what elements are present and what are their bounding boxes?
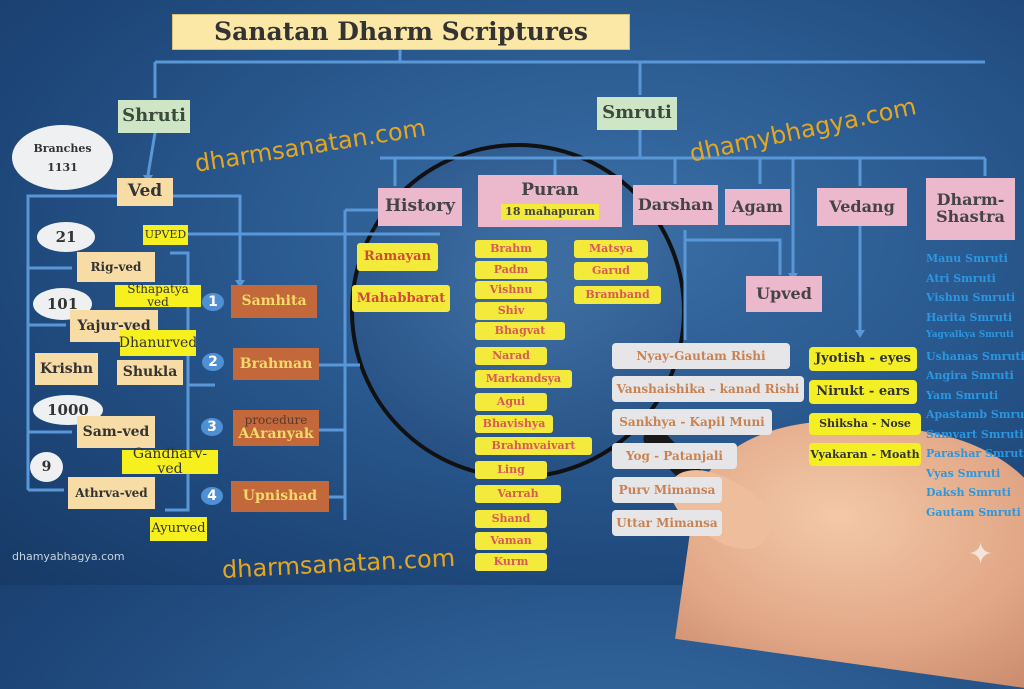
puran-item: Bhavishya [475,415,553,433]
dharmshastra-item: Yam Smruti [926,388,999,402]
puran-item: Shiv [475,302,547,320]
dharmshastra-item: Harita Smruti [926,310,1013,324]
dharmshastra-item: Angira Smruti [926,369,1014,382]
history-box: History [378,188,462,226]
puran-label: Puran [521,180,579,201]
rigved-count: 21 [37,222,95,252]
history-item: Ramayan [357,243,438,271]
darshan-item: Uttar Mimansa [612,510,722,536]
puran-item: Padm [475,261,547,279]
dharmshastra-item: Atri Smruti [926,271,996,285]
puran-item: Markandsya [475,370,572,388]
krishn-box: Krishn [35,353,98,385]
dharmshastra-item: Apastamb Smruti [926,408,1024,421]
dharmshastra-item: Vyas Smruti [926,466,1001,480]
dharmshastra-item: Ushanas Smruti [926,349,1024,363]
brahman-box: Brahman [233,348,319,380]
athrvaved-box: Athrva-ved [68,477,155,509]
puran-item: Brahm [475,240,547,258]
samhita-box: Samhita [231,285,317,318]
rigved-upved: Sthapatya ved [115,283,201,308]
puran-item: Garud [574,262,648,280]
branches-ellipse: Branches 1131 [12,125,113,190]
dharmshastra-item: Gautam Smruti [926,505,1021,519]
dharmshastra-item: Samvart Smruti [926,427,1024,441]
branches-count: 1131 [47,160,78,174]
vedang-box: Vedang [817,188,907,226]
ved-box: Ved [117,178,173,206]
samved-box: Sam-ved [77,416,155,448]
darshan-item: Yog - Patanjali [612,443,737,469]
puran-item: Vaman [475,532,547,550]
agam-box: Agam [725,189,790,225]
branches-label: Branches [33,141,92,155]
puran-item: Brahmvaivart [475,437,592,455]
sparkle-icon: ✦ [968,537,994,572]
upnishad-box: Upnishad [231,481,329,512]
upved-tag: UPVED [143,225,188,245]
part-number-3: 3 [201,418,223,436]
procedure-note: procedure [244,412,308,427]
dharmshastra-item: Parashar Smruti [926,447,1024,460]
part-number-1: 1 [202,293,224,311]
darshan-item: Sankhya - Kapil Muni [612,409,772,435]
dharmshastra-item: Daksh Smruti [926,486,1011,499]
rigved-box: Rig-ved [77,252,155,282]
mahapuran-badge: 18 mahapuran [501,204,599,220]
dharmshastra-item: Yagvalkya Smruti [926,330,1014,340]
darshan-item: Purv Mimansa [612,477,722,503]
vedang-item: Shiksha - Nose [809,413,921,435]
darshan-box: Darshan [633,185,718,225]
page-title: Sanatan Dharm Scriptures [172,14,630,50]
history-item: Mahabbarat [352,285,450,312]
part-number-2: 2 [202,353,224,371]
puran-item: Narad [475,347,547,365]
yajurved-upved: Dhanurved [119,330,197,356]
puran-box: Puran 18 mahapuran [478,175,622,227]
aaranyak-box: procedure AAranyak [233,410,319,446]
athrvaved-upved: Ayurved [150,517,207,541]
vedang-item: Nirukt - ears [809,380,917,404]
puran-item: Ling [475,461,547,479]
samved-upved: Gandharv-ved [122,447,218,476]
dharmshastra-box: Dharm-Shastra [926,178,1015,240]
smruti-box: Smruti [597,97,677,130]
darshan-item: Nyay-Gautam Rishi [612,343,790,369]
puran-item: Matsya [574,240,648,258]
darshan-item: Vanshaishika – kanad Rishi [612,376,804,402]
connector-lines [26,50,987,520]
puran-item: Bramband [574,286,661,304]
puran-item: Vishnu [475,281,547,299]
site-watermark: dhamyabhagya.com [12,550,125,563]
aaranyak-label: AAranyak [238,425,314,442]
dharmshastra-item: Manu Smruti [926,252,1008,265]
puran-item: Varrah [475,485,561,503]
puran-item: Bhagvat [475,322,565,340]
vedang-item: Jyotish - eyes [809,347,917,371]
puran-item: Kurm [475,553,547,571]
shukla-box: Shukla [117,360,183,385]
shruti-box: Shruti [118,100,190,133]
vedang-item: Vyakaran - Moath [809,443,921,466]
upved-box: Upved [746,276,822,312]
part-number-4: 4 [201,487,223,505]
puran-item: Shand [475,510,547,528]
puran-item: Agui [475,393,547,411]
athrvaved-count: 9 [30,452,63,482]
dharmshastra-item: Vishnu Smruti [926,291,1016,304]
